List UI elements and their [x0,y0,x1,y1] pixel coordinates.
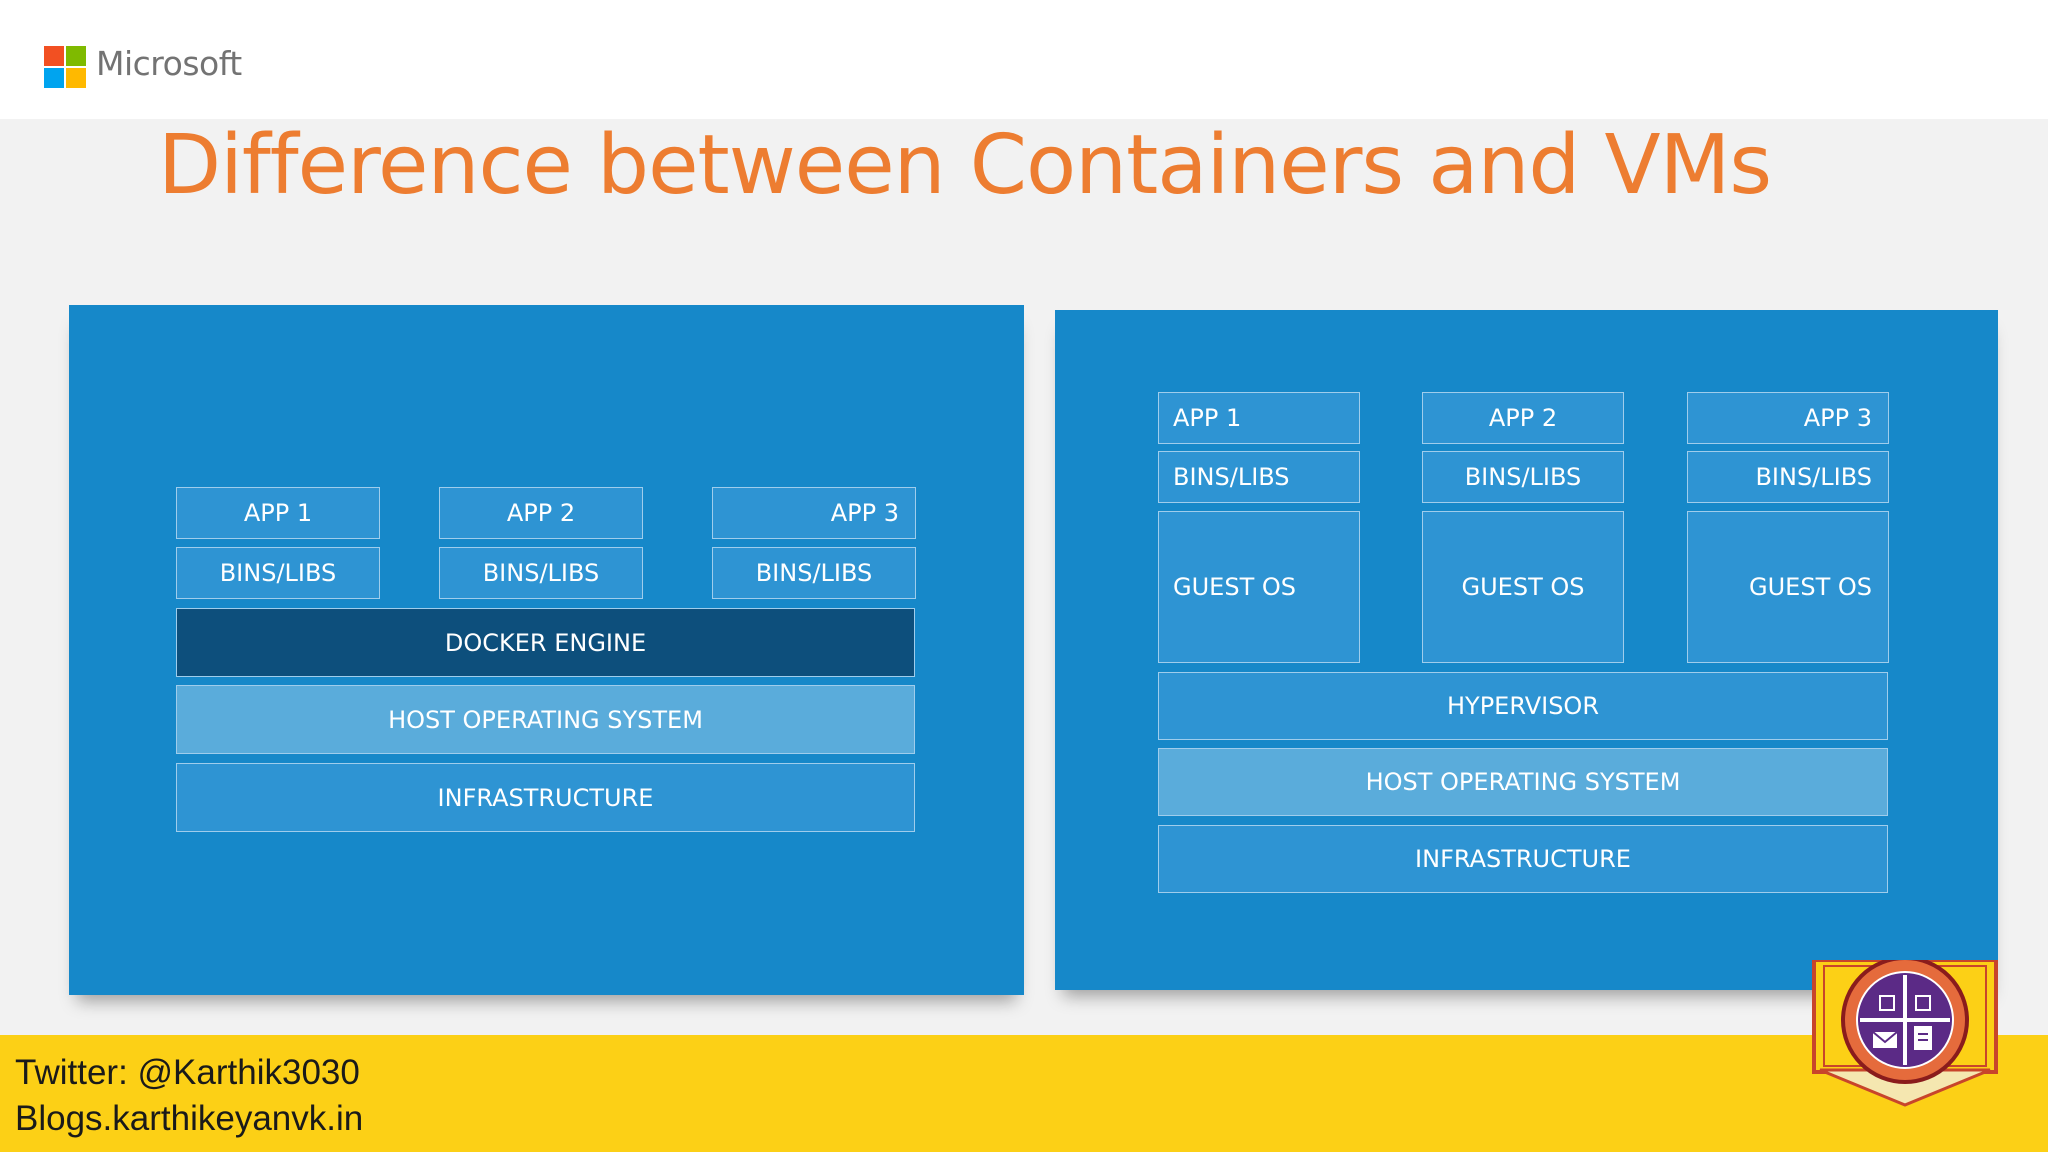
vm-guest-os-2: GUEST OS [1422,511,1624,663]
institution-seal-icon [1812,960,1998,1107]
container-app-2: APP 2 [439,487,643,539]
vm-bins-2: BINS/LIBS [1422,451,1624,503]
hypervisor-layer: HYPERVISOR [1158,672,1888,740]
docker-engine-layer: DOCKER ENGINE [176,608,915,677]
container-bins-1: BINS/LIBS [176,547,380,599]
vm-app-3: APP 3 [1687,392,1889,444]
header-bar: Microsoft [0,0,2048,119]
container-host-os-layer: HOST OPERATING SYSTEM [176,685,915,754]
vm-app-2: APP 2 [1422,392,1624,444]
vm-diagram: APP 1 APP 2 APP 3 BINS/LIBS BINS/LIBS BI… [1055,310,1998,990]
container-app-3: APP 3 [712,487,916,539]
vm-guest-os-3: GUEST OS [1687,511,1889,663]
vm-bins-3: BINS/LIBS [1687,451,1889,503]
footer-bar: Twitter: @Karthik3030 Blogs.karthikeyanv… [0,1035,2048,1152]
vm-bins-1: BINS/LIBS [1158,451,1360,503]
container-bins-3: BINS/LIBS [712,547,916,599]
vm-app-1: APP 1 [1158,392,1360,444]
vm-host-os-layer: HOST OPERATING SYSTEM [1158,748,1888,816]
twitter-handle: Twitter: @Karthik3030 [15,1053,360,1092]
microsoft-logo-icon [44,46,86,88]
containers-diagram: APP 1 APP 2 APP 3 BINS/LIBS BINS/LIBS BI… [69,305,1024,995]
blog-url: Blogs.karthikeyanvk.in [15,1099,364,1138]
vm-guest-os-1: GUEST OS [1158,511,1360,663]
container-bins-2: BINS/LIBS [439,547,643,599]
container-infrastructure-layer: INFRASTRUCTURE [176,763,915,832]
vm-infrastructure-layer: INFRASTRUCTURE [1158,825,1888,893]
slide-title: Difference between Containers and VMs [158,118,1772,213]
container-app-1: APP 1 [176,487,380,539]
brand-name: Microsoft [96,44,242,83]
